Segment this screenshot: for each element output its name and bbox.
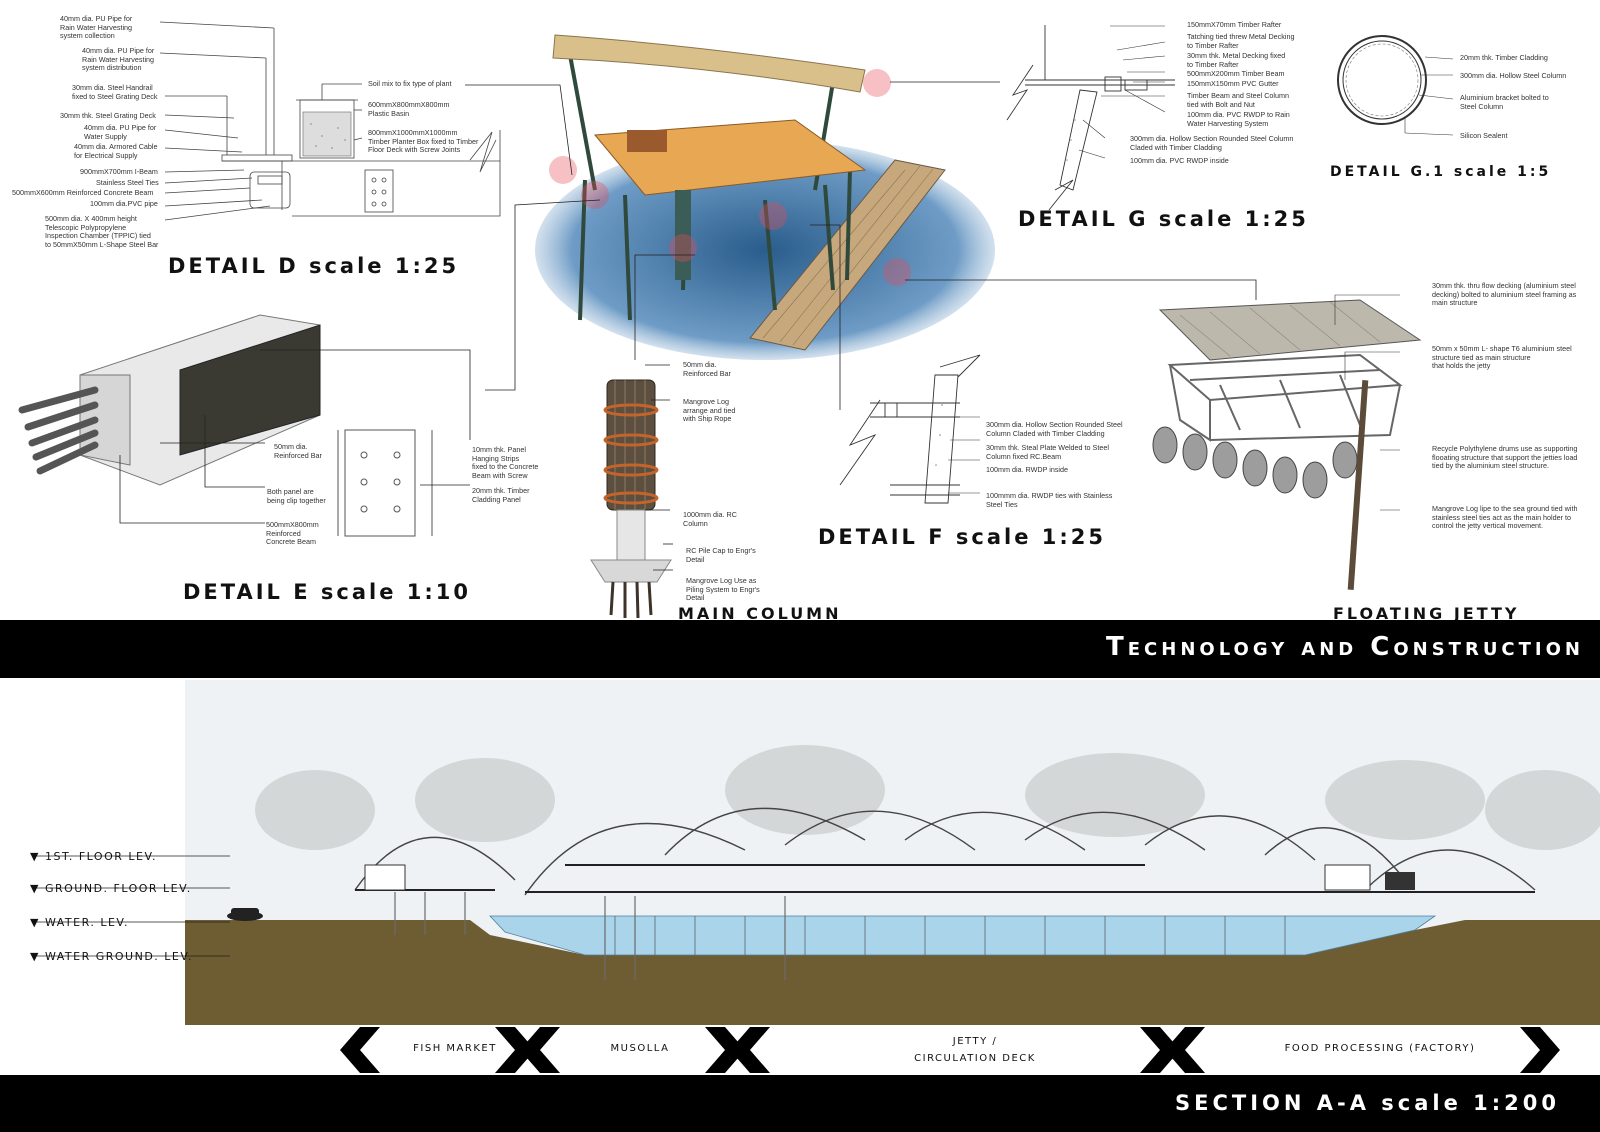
- detail-g-title: DETAIL G scale 1:25: [1018, 207, 1309, 231]
- detail-d-note: Soil mix to fix type of plant: [368, 79, 452, 88]
- detail-g-note: 150mmX70mm Timber Rafter: [1187, 20, 1282, 29]
- level-label-text: WATER. LEV.: [44, 916, 130, 929]
- detail-g-note: 150mmX150mm PVC Gutter: [1187, 79, 1279, 88]
- detail-f-note: 100mmm dia. RWDP ties with Stainless Ste…: [986, 491, 1113, 509]
- detail-f-note: 100mm dia. RWDP inside: [986, 465, 1069, 474]
- pavilion-illustration: [535, 34, 995, 360]
- floating-jetty-drawing: [1152, 294, 1422, 590]
- section-band-title: SECTION A-A scale 1:200: [1174, 1091, 1560, 1115]
- floating-jetty-note: 30mm thk. thru flow decking (aluminium s…: [1432, 281, 1577, 308]
- zone-label-fish-market: FISH MARKET: [413, 1043, 497, 1054]
- main-column-title: MAIN COLUMN: [678, 604, 842, 623]
- detail-d-note: 40mm dia. PU Pipe for Rain Water Harvest…: [82, 46, 155, 73]
- detail-f-note: 300mm dia. Hollow Section Rounded Steel …: [986, 420, 1123, 438]
- detail-g1-note: Aluminium bracket bolted to Steel Column: [1460, 93, 1549, 111]
- level-label-text: WATER GROUND. LEV.: [44, 950, 193, 963]
- detail-d-note: 500mmX600mm Reinforced Concrete Beam: [12, 188, 154, 197]
- floating-jetty-title: FLOATING JETTY: [1333, 604, 1520, 623]
- detail-d-note: 500mm dia. X 400mm height Telescopic Pol…: [45, 214, 159, 249]
- level-label: ▼ WATER GROUND. LEV.: [30, 950, 193, 963]
- zone-label-musolla: MUSOLLA: [610, 1043, 670, 1054]
- detail-d-note: 30mm dia. Steel Handrail fixed to Steel …: [72, 83, 158, 101]
- section-band: SECTION A-A scale 1:200: [0, 1075, 1600, 1132]
- main-column-note: 1000mm dia. RC Column: [683, 510, 737, 528]
- floating-jetty-note: 50mm x 50mm L- shape T6 aluminium steel …: [1432, 344, 1572, 371]
- title-band: Technology and Construction: [0, 620, 1600, 678]
- level-label: ▼ GROUND. FLOOR LEV.: [30, 882, 192, 895]
- detail-f-drawing: [839, 354, 981, 504]
- detail-d-note: 30mm thk. Steel Grating Deck: [60, 111, 156, 120]
- detail-g1-note: Silicon Sealent: [1460, 131, 1508, 140]
- main-column-note: 50mm dia. Reinforced Bar: [683, 360, 731, 378]
- detail-e-title: DETAIL E scale 1:10: [183, 580, 471, 604]
- zone-label-food-processing: FOOD PROCESSING (FACTORY): [1284, 1043, 1476, 1054]
- level-label-text: GROUND. FLOOR LEV.: [44, 882, 192, 895]
- floating-jetty-note: Mangrove Log lipe to the sea ground tied…: [1432, 504, 1578, 531]
- detail-d-note: 100mm dia.PVC pipe: [90, 199, 158, 208]
- detail-e-note: Both panel are being clip together: [267, 487, 326, 505]
- floating-jetty-note: Recycle Polythylene drums use as support…: [1432, 444, 1578, 471]
- detail-g-note: 500mmX200mm Timber Beam: [1187, 69, 1285, 78]
- detail-e-note: 10mm thk. Panel Hanging Strips fixed to …: [472, 445, 539, 480]
- detail-d-note: 40mm dia. Armored Cable for Electrical S…: [74, 142, 158, 160]
- detail-f-note: 30mm thk. Steal Plate Welded to Steel Co…: [986, 443, 1109, 461]
- detail-g1-title: DETAIL G.1 scale 1:5: [1330, 164, 1552, 180]
- detail-g1-note: 20mm thk. Timber Cladding: [1460, 53, 1548, 62]
- detail-g-note: 100mm dia. PVC RWDP to Rain Water Harves…: [1187, 110, 1290, 128]
- main-column-note: Mangrove Log Use as Piling System to Eng…: [686, 576, 760, 603]
- detail-d-note: 600mmX800mmX800mm Plastic Basin: [368, 100, 450, 118]
- detail-e-note: 500mmX800mm Reinforced Concrete Beam: [266, 520, 319, 547]
- band-title: Technology and Construction: [1106, 632, 1584, 662]
- detail-e-note: 50mm dia. Reinforced Bar: [274, 442, 322, 460]
- leader-lines: [465, 81, 1257, 410]
- detail-g-note: 30mm thk. Metal Decking fixed to Timber …: [1187, 51, 1286, 69]
- detail-g-note: Timber Beam and Steel Column tied with B…: [1187, 91, 1290, 109]
- detail-g-note: Tatching tied threw Metal Decking to Tim…: [1187, 32, 1295, 50]
- detail-d-note: 900mmX700mm I-Beam: [80, 167, 158, 176]
- detail-e-note: 20mm thk. Timber Cladding Panel: [472, 486, 530, 504]
- detail-d-note: Stainless Steel Ties: [96, 178, 159, 187]
- detail-e-drawing: [18, 314, 471, 537]
- detail-f-title: DETAIL F scale 1:25: [818, 525, 1106, 549]
- level-label: ▼ WATER. LEV.: [30, 916, 130, 929]
- detail-d-title: DETAIL D scale 1:25: [168, 254, 460, 278]
- zone-arrows: [340, 1027, 1560, 1073]
- detail-d-note: 40mm dia. PU Pipe for Rain Water Harvest…: [60, 14, 133, 41]
- level-label: ▼ 1ST. FLOOR LEV.: [30, 850, 158, 863]
- zone-label-jetty: JETTY / CIRCULATION DECK: [914, 1036, 1036, 1064]
- detail-g-note: 100mm dia. PVC RWDP inside: [1130, 156, 1229, 165]
- main-column-drawing: [590, 364, 673, 619]
- detail-d-note: 800mmX1000mmX1000mm Timber Planter Box f…: [368, 128, 479, 155]
- detail-g1-note: 300mm dia. Hollow Steel Column: [1460, 71, 1567, 80]
- detail-d-drawing: [159, 21, 501, 221]
- detail-g-note: 300mm dia. Hollow Section Rounded Steel …: [1130, 134, 1294, 152]
- detail-g1-drawing: [1337, 35, 1454, 136]
- section-drawing: [35, 680, 1600, 1025]
- detail-g-drawing: [1006, 25, 1175, 211]
- detail-d-note: 40mm dia. PU Pipe for Water Supply: [84, 123, 157, 141]
- main-column-note: Mangrove Log arrange and tied with Ship …: [683, 397, 736, 424]
- main-column-note: RC Pile Cap to Engr's Detail: [686, 546, 756, 564]
- level-label-text: 1ST. FLOOR LEV.: [44, 850, 158, 863]
